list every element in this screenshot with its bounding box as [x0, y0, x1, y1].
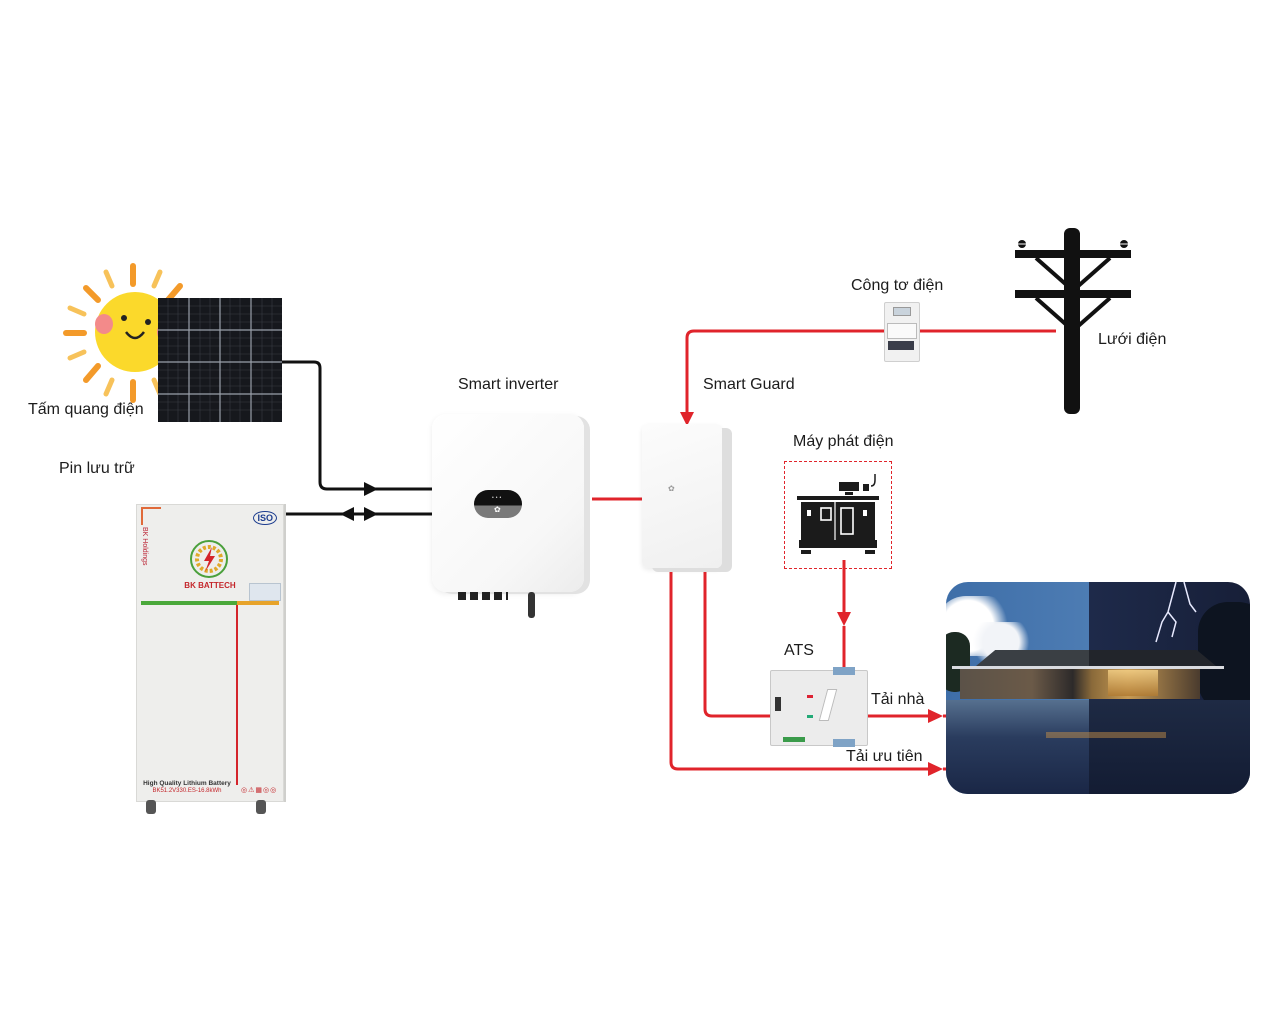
- house-image: [946, 582, 1250, 794]
- grid-label: Lưới điện: [1098, 331, 1167, 348]
- inverter-connectors: [458, 592, 508, 600]
- arrow-house-load: [928, 709, 943, 723]
- wire-meter-to-guard: [685, 329, 884, 414]
- status-strip: [141, 601, 237, 605]
- battery-wheel-right: [256, 800, 266, 814]
- generator-label: Máy phát điện: [793, 433, 894, 450]
- arrow-into-ats: [837, 612, 851, 626]
- arrow-battery-left: [340, 507, 354, 521]
- battery-label: Pin lưu trữ: [59, 460, 135, 477]
- iso-badge: ISO: [253, 511, 277, 525]
- wire-solar-to-inverter: [282, 360, 432, 491]
- house-load-label: Tải nhà: [871, 691, 925, 708]
- arrow-battery-right: [364, 507, 378, 521]
- battery-wheel-left: [146, 800, 156, 814]
- battery-side-brand: BK Holdings: [141, 527, 148, 566]
- smart-inverter: ••• ✿: [432, 414, 584, 592]
- ats-label: ATS: [784, 642, 814, 659]
- generator-icon: [797, 474, 879, 554]
- smart-guard: ✿: [642, 424, 722, 568]
- battery-cabinet: BK Holdings ISO BK BATTECH High Quality …: [136, 504, 284, 802]
- inverter-label: Smart inverter: [458, 376, 559, 393]
- lightning-icon: [1155, 582, 1197, 643]
- ats-switch: [770, 667, 868, 747]
- solar-panel-label: Tấm quang điện: [28, 401, 144, 418]
- battery-brand: BK BATTECH: [184, 581, 236, 590]
- huawei-logo-icon: ✿: [668, 484, 675, 493]
- power-pole-icon: [1015, 228, 1131, 414]
- battery-caption: High Quality Lithium Battery: [143, 780, 231, 787]
- huawei-logo-icon: ✿: [494, 505, 501, 514]
- solar-panel-icon: [158, 298, 282, 422]
- certification-icons: ◎⚠▦◎◎: [241, 787, 278, 794]
- electric-meter: [884, 302, 920, 362]
- battery-model: BK51.2V330.ES-16.8kWh: [152, 788, 222, 794]
- priority-load-label: Tải ưu tiên: [846, 748, 923, 765]
- battech-logo-icon: [190, 540, 228, 578]
- smart-guard-label: Smart Guard: [703, 376, 795, 393]
- wire-guard-to-priority: [669, 568, 930, 771]
- generator-box: [784, 461, 892, 569]
- arrow-solar-inverter: [364, 482, 378, 496]
- wire-guard-to-ats: [703, 568, 770, 718]
- inverter-display: ••• ✿: [474, 490, 522, 518]
- arrow-priority-load: [928, 762, 943, 776]
- meter-label: Công tơ điện: [851, 277, 944, 294]
- arrow-into-guard: [680, 412, 694, 426]
- inverter-antenna: [528, 592, 535, 618]
